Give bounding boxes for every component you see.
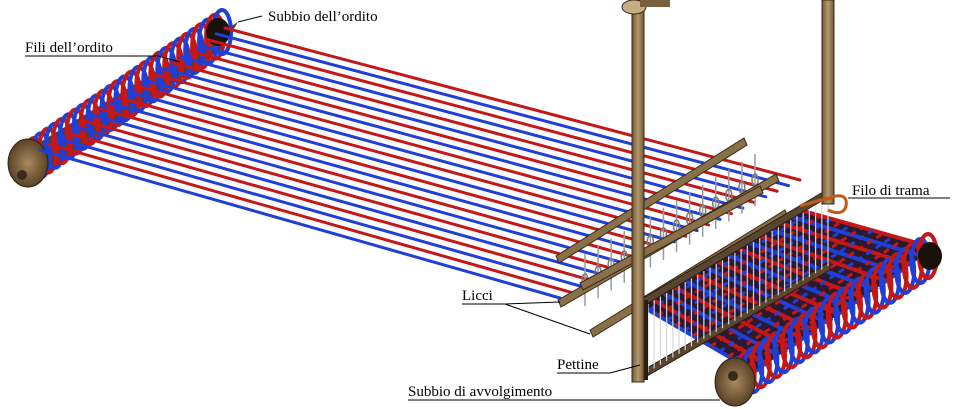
warp-thread xyxy=(73,125,608,278)
warp-thread xyxy=(161,67,722,221)
warp-thread xyxy=(91,113,631,266)
label-heddles-text: Licci xyxy=(462,288,493,304)
warp-thread xyxy=(205,38,779,193)
label-weft-thread: Filo di trama xyxy=(848,183,950,199)
cloth-weft xyxy=(692,226,864,338)
heddle-eyes xyxy=(581,154,759,306)
reed xyxy=(639,187,831,381)
label-warp-threads-text: Fili dell’ordito xyxy=(25,40,113,56)
warp-thread xyxy=(153,72,711,227)
warp-thread xyxy=(214,32,791,188)
warp-threads xyxy=(38,26,802,300)
label-weft-thread-text: Filo di trama xyxy=(852,183,930,199)
warp-beam-far-end xyxy=(206,18,230,46)
cloth-weft xyxy=(718,235,895,353)
cloth-beam-axle xyxy=(728,371,738,381)
cloth-beam-far-end xyxy=(918,242,942,270)
warp-thread xyxy=(108,102,653,255)
warp-beam-axle xyxy=(17,170,27,180)
cloth-weft xyxy=(727,237,905,358)
warp-thread xyxy=(117,96,665,249)
cloth-weft xyxy=(683,223,853,333)
label-reed-text: Pettine xyxy=(557,357,599,373)
cloth-beam-end xyxy=(714,357,756,407)
warp-beam-end xyxy=(7,138,49,188)
label-heddles: Licci xyxy=(462,288,591,335)
label-cloth-beam-text: Subbio di avvolgimento xyxy=(408,384,552,400)
warp-thread xyxy=(82,119,619,272)
loom-post-right xyxy=(821,0,835,205)
heddle-bar-1 xyxy=(555,137,748,264)
label-warp-beam-text: Subbio dell’ordito xyxy=(268,9,378,25)
warp-thread xyxy=(64,131,596,283)
reed-teeth xyxy=(647,198,829,372)
cloth-beam-wrap xyxy=(727,232,939,404)
heddle-bar-3 xyxy=(579,185,764,291)
loom-frame xyxy=(621,0,835,383)
label-warp-threads: Fili dell’ordito xyxy=(25,40,181,63)
warp-thread xyxy=(144,78,699,233)
warp-thread xyxy=(38,148,562,300)
warp-thread xyxy=(188,49,756,204)
warp-thread xyxy=(126,90,676,244)
warp-thread xyxy=(47,142,573,294)
label-cloth-beam: Subbio di avvolgimento xyxy=(408,384,720,401)
warp-thread xyxy=(223,26,802,182)
warp-thread xyxy=(100,107,642,261)
weft-thread xyxy=(825,194,848,215)
cloth-weft xyxy=(656,214,822,317)
cloth-weft xyxy=(709,232,884,348)
label-warp-beam: Subbio dell’ordito xyxy=(237,9,378,25)
loom-post-left xyxy=(631,0,645,383)
warp-thread xyxy=(56,136,585,289)
cloth-weft xyxy=(648,211,812,312)
warp-thread xyxy=(135,84,688,238)
warp-thread xyxy=(197,43,768,199)
warp-thread xyxy=(179,55,745,210)
label-reed: Pettine xyxy=(557,357,641,374)
